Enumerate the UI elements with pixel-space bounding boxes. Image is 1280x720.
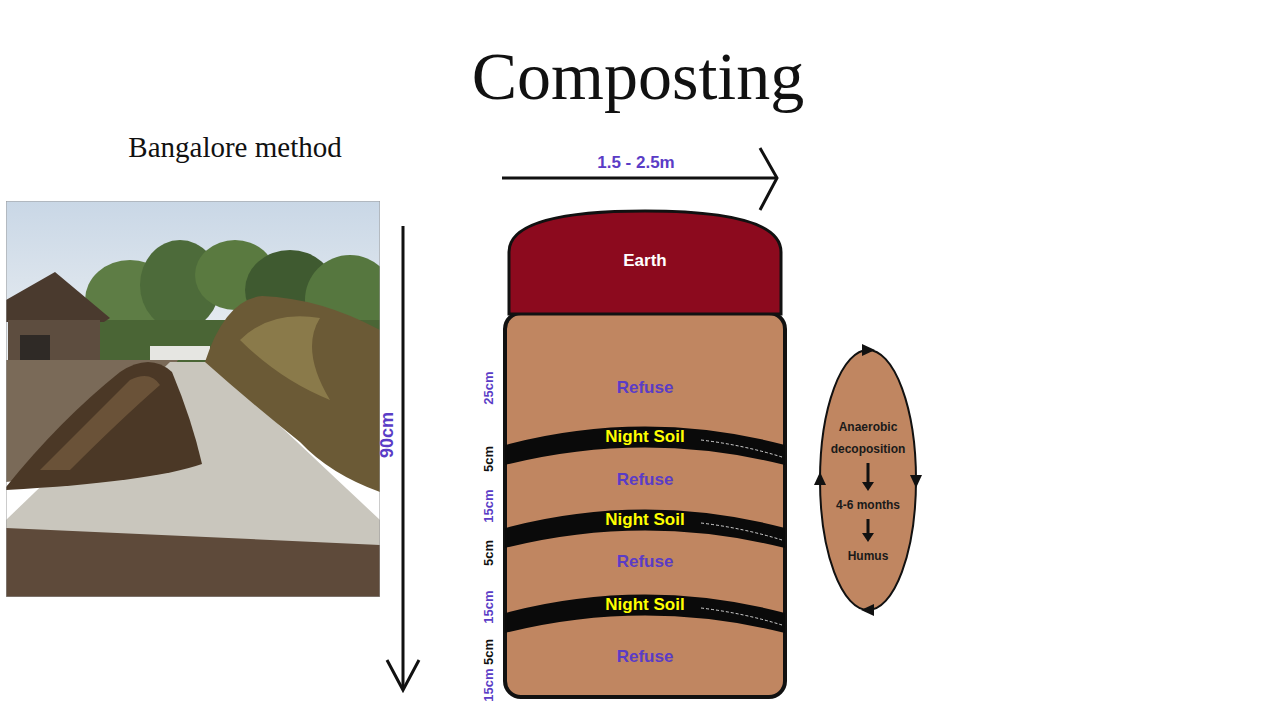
soil: [6, 528, 380, 597]
band-highlight: [701, 523, 782, 540]
step-arrow: [867, 519, 870, 535]
process-cycle-text: Anaerobic decoposition: [824, 416, 912, 460]
refuse-layer-text: Refuse: [617, 647, 674, 667]
night-soil-band: [505, 595, 785, 634]
barn-wall: [8, 320, 100, 362]
arrow-head: [387, 660, 419, 690]
night-soil-band: [505, 427, 785, 466]
step-arrow: [867, 463, 870, 484]
dimension-line: [402, 226, 405, 689]
compost-heap: [6, 362, 202, 490]
refuse-layer-text: Refuse: [617, 552, 674, 572]
earth-dome: [509, 211, 781, 314]
cycle-ellipse: [820, 350, 916, 610]
height-dimension: 90cm: [377, 412, 399, 458]
barn-roof: [6, 272, 110, 322]
heap-shade: [40, 376, 160, 470]
process-cycle-shape: [816, 346, 920, 614]
layer-thickness: 15cm: [481, 590, 497, 623]
compost-pit: [505, 313, 785, 697]
cycle-arrow-head: [862, 344, 875, 356]
night-soil-layer: Night Soil: [505, 573, 785, 635]
step-arrow-head: [862, 533, 874, 542]
earth-cover-text: Earth: [623, 251, 666, 271]
cycle-arrow-head: [861, 604, 874, 616]
refuse-layer-text: Refuse: [617, 470, 674, 490]
layer-thickness: 15cm: [481, 489, 497, 522]
width-arrow: [502, 148, 777, 210]
process-cycle-text: Humus: [824, 545, 912, 567]
refuse-layer: Refuse: [505, 642, 785, 672]
band-highlight: [701, 440, 782, 457]
band-highlight: [701, 608, 782, 625]
heap-shade: [240, 316, 330, 400]
refuse-layer-text: Refuse: [617, 378, 674, 398]
step-arrow-head: [862, 482, 874, 491]
night-soil-band: [505, 510, 785, 549]
layer-thickness: 5cm: [481, 446, 497, 472]
layer-thickness: 5cm: [481, 540, 497, 566]
night-soil-layer-text: Night Soil: [605, 427, 684, 447]
cycle-arrow-head: [910, 475, 922, 488]
process-cycle: Anaerobic decoposition 4-6 monthsHumus: [816, 346, 920, 614]
layer-thickness: 15cm: [481, 668, 497, 701]
layer-thickness: 5cm: [481, 639, 497, 665]
process-cycle-text: 4-6 months: [824, 494, 912, 516]
refuse-layer: Refuse: [505, 465, 785, 495]
refuse-layer: Refuse: [505, 373, 785, 403]
night-soil-layer: Night Soil: [505, 405, 785, 467]
barn-door: [20, 335, 50, 362]
night-soil-layer: Night Soil: [505, 488, 785, 550]
night-soil-layer-text: Night Soil: [605, 595, 684, 615]
night-soil-layer-text: Night Soil: [605, 510, 684, 530]
compost-heap: [205, 296, 380, 492]
dimension-line: [502, 177, 776, 180]
wall: [150, 346, 210, 360]
width-dimension: 1.5 - 2.5m: [597, 153, 675, 173]
earth-cover: Earth: [507, 208, 783, 315]
refuse-layer: Refuse: [505, 547, 785, 577]
photo-frame: [6, 201, 380, 597]
page-title: Composting: [472, 39, 805, 114]
cycle-arrow-head: [814, 472, 826, 485]
method-name: Bangalore method: [128, 130, 341, 165]
compost-photo: [6, 201, 380, 597]
arrow-head: [760, 148, 777, 210]
layer-thickness: 25cm: [481, 371, 497, 404]
